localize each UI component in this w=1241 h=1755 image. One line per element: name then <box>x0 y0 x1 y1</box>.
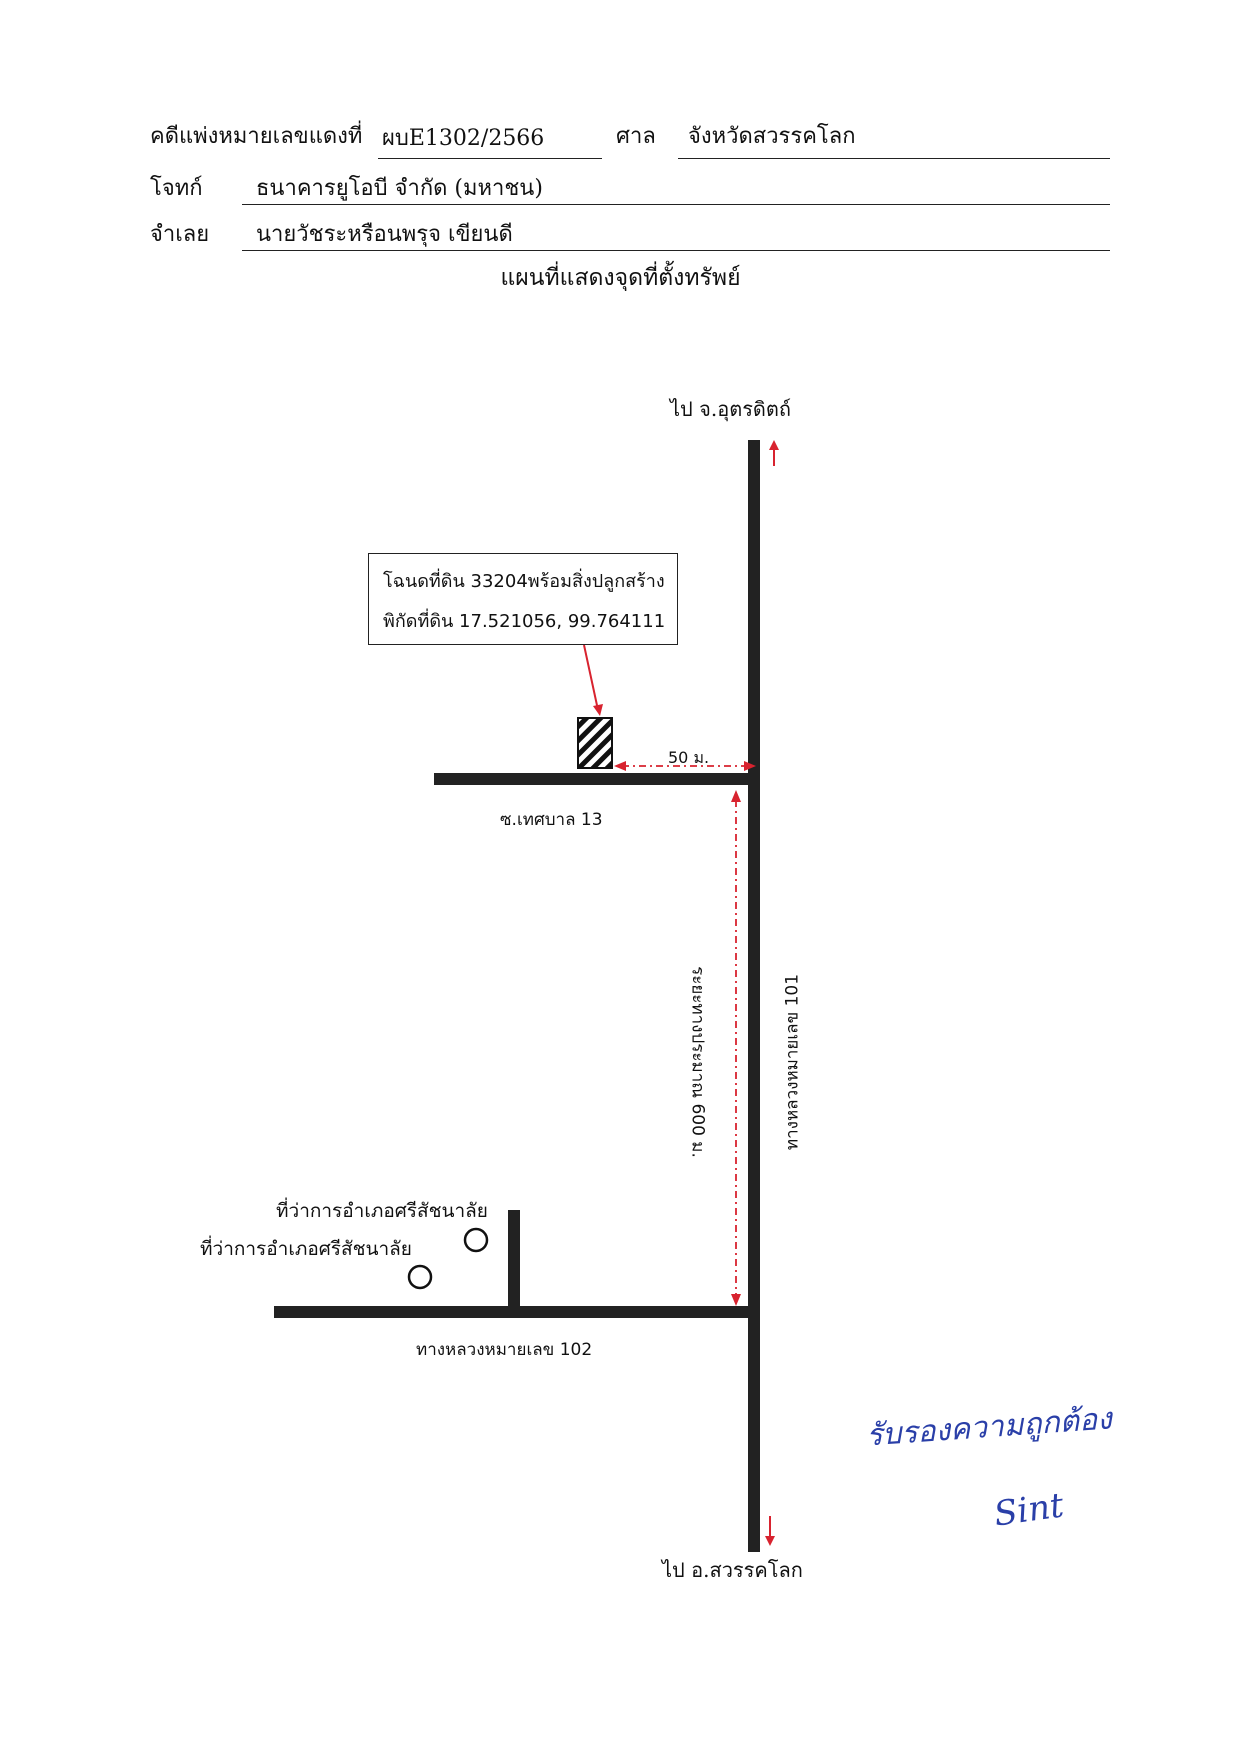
branch-road <box>508 1210 520 1310</box>
plaintiff-label: โจทก์ <box>150 176 203 201</box>
highway-102-label: ทางหลวงหมายเลข 102 <box>416 1340 593 1360</box>
north-arrow-icon <box>769 440 779 466</box>
to-uttaradit-label: ไป จ.อุตรดิตถ์ <box>670 397 792 421</box>
plaintiff-underline <box>242 204 1110 205</box>
district-office-2-label: ที่ว่าการอำเภอศรีสัชนาลัย <box>200 1238 412 1260</box>
district-office-1-icon <box>463 1227 489 1253</box>
court-name-value: จังหวัดสวรรคโลก <box>688 124 856 149</box>
defendant-underline <box>242 250 1110 251</box>
distance-50m-label: 50 ม. <box>668 748 710 767</box>
callout-pointer-arrow <box>583 644 603 716</box>
highway-101-road <box>748 440 760 1552</box>
map-title: แผนที่แสดงจุดที่ตั้งทรัพย์ <box>500 265 741 291</box>
callout-coordinates-text: พิกัดที่ดิน 17.521056, 99.764111 <box>383 611 666 632</box>
distance-marker-vertical <box>731 790 741 1306</box>
district-office-2-icon <box>407 1264 433 1290</box>
defendant-name-value: นายวัชระหรือนพรุจ เขียนดี <box>256 222 513 247</box>
south-arrow-icon <box>765 1516 775 1546</box>
case-number-underline <box>378 158 602 159</box>
soi-road <box>434 773 760 785</box>
to-sawankhalok-label: ไป อ.สวรรคโลก <box>662 1558 803 1582</box>
soi-tessaban-13-label: ซ.เทศบาล 13 <box>500 810 603 830</box>
case-number-value: ผบE1302/2566 <box>382 126 545 151</box>
highway-101-label: ทางหลวงหมายเลข 101 <box>782 973 803 1151</box>
distance-600m-label: ระยะทางประมาณ 600 ม. <box>687 966 708 1158</box>
callout-deed-text: โฉนดที่ดิน 33204พร้อมสิ่งปลูกสร้าง <box>383 571 665 592</box>
district-office-1-label: ที่ว่าการอำเภอศรีสัชนาลัย <box>276 1200 488 1222</box>
property-parcel-marker <box>577 717 613 769</box>
defendant-label: จำเลย <box>150 222 210 247</box>
court-label: ศาล <box>616 124 656 149</box>
plaintiff-name-value: ธนาคารยูโอบี จำกัด (มหาชน) <box>256 176 543 201</box>
case-number-label: คดีแพ่งหมายเลขแดงที่ <box>150 124 363 149</box>
court-name-underline <box>678 158 1110 159</box>
property-callout-box: โฉนดที่ดิน 33204พร้อมสิ่งปลูกสร้าง พิกัด… <box>368 553 678 645</box>
highway-102-road <box>274 1306 760 1318</box>
distance-marker-horizontal <box>614 761 756 771</box>
